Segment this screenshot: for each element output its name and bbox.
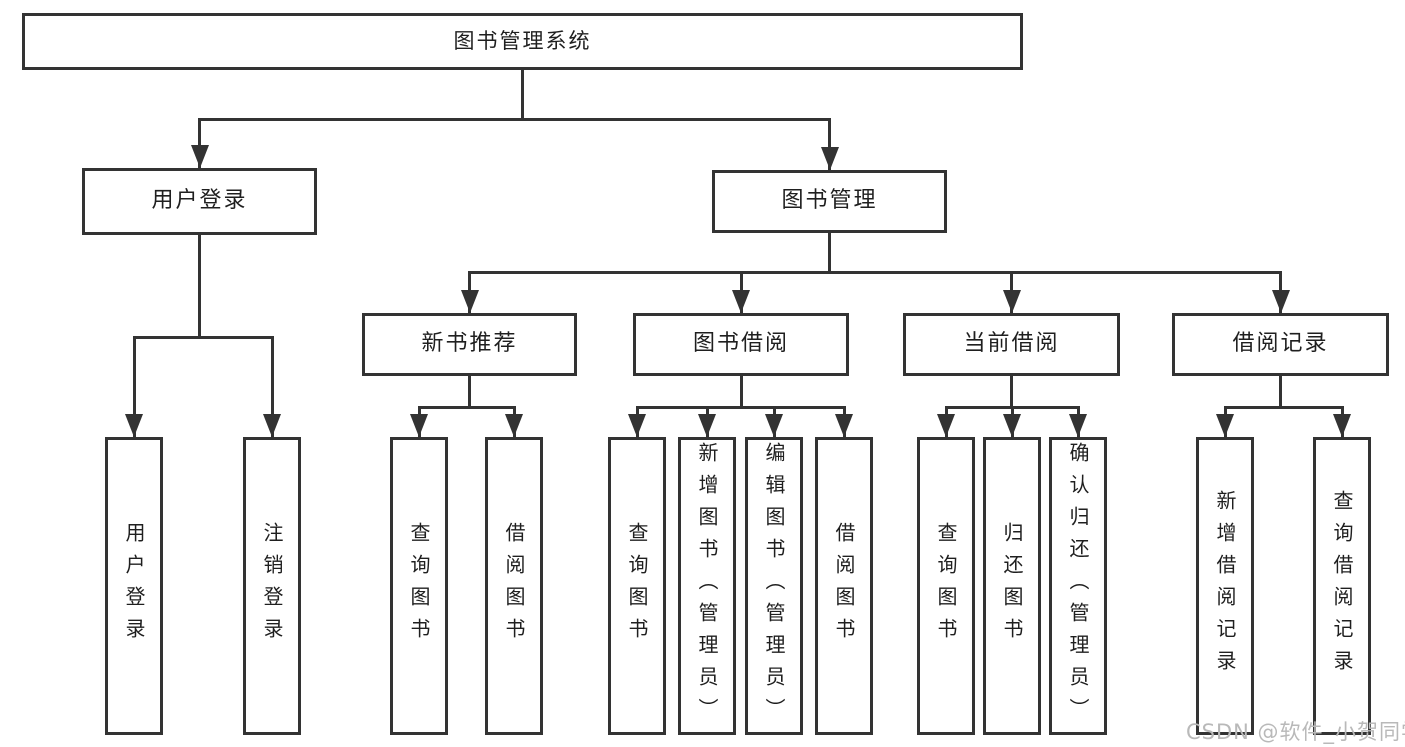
connector-line [828, 119, 831, 170]
node-br-query-record: 查询借阅记录 [1313, 437, 1371, 735]
node-bb-add-books-admin: 新增图书（管理员） [678, 437, 736, 735]
arrowhead-down-icon [125, 414, 143, 437]
node-book-borrow: 图书借阅 [633, 313, 849, 376]
connector-line [198, 119, 201, 168]
arrowhead-down-icon [410, 414, 428, 437]
node-root: 图书管理系统 [22, 13, 1023, 70]
arrowhead-down-icon [1069, 414, 1087, 437]
connector-line [132, 335, 274, 339]
arrowhead-down-icon [1271, 290, 1290, 313]
connector-line [468, 270, 1282, 274]
node-current-borrow: 当前借阅 [903, 313, 1120, 376]
connector-line [739, 376, 743, 407]
connector-line [132, 337, 136, 437]
node-new-book-rec: 新书推荐 [362, 313, 577, 376]
node-bb-borrow-books: 借阅图书 [815, 437, 873, 735]
node-nb-borrow-books: 借阅图书 [485, 437, 543, 735]
connector-line [468, 376, 471, 407]
csdn-watermark: CSDN @软件_小贺同学 [1186, 720, 1405, 744]
arrowhead-down-icon [505, 414, 523, 437]
connector-line [828, 233, 831, 272]
arrowhead-down-icon [263, 414, 281, 437]
node-book-mgmt: 图书管理 [712, 170, 947, 233]
arrowhead-down-icon [1216, 414, 1234, 437]
arrowhead-down-icon [1003, 414, 1021, 437]
node-user-login: 用户登录 [82, 168, 317, 235]
arrowhead-down-icon [698, 414, 716, 437]
arrowhead-down-icon [190, 145, 209, 168]
node-leaf-user-login: 用户登录 [105, 437, 163, 735]
connector-line [1223, 405, 1344, 409]
connector-line [270, 337, 274, 437]
connector-line [1279, 376, 1282, 407]
arrowhead-down-icon [937, 414, 955, 437]
arrowhead-down-icon [765, 414, 783, 437]
connector-line [521, 70, 524, 119]
node-cb-query-books: 查询图书 [917, 437, 975, 735]
node-leaf-logout: 注销登录 [243, 437, 301, 735]
arrowhead-down-icon [1333, 414, 1351, 437]
node-cb-return-books: 归还图书 [983, 437, 1041, 735]
arrowhead-down-icon [628, 414, 646, 437]
connector-line [417, 405, 516, 409]
node-bb-query-books: 查询图书 [608, 437, 666, 735]
node-nb-query-books: 查询图书 [390, 437, 448, 735]
arrowhead-down-icon [732, 290, 750, 313]
arrowhead-down-icon [820, 147, 839, 170]
connector-line [198, 235, 201, 337]
arrowhead-down-icon [835, 414, 853, 437]
node-cb-confirm-return-admin: 确认归还（管理员） [1049, 437, 1107, 735]
node-br-add-record: 新增借阅记录 [1196, 437, 1254, 735]
arrowhead-down-icon [1002, 290, 1021, 313]
arrowhead-down-icon [460, 290, 479, 313]
node-bb-edit-books-admin: 编辑图书（管理员） [745, 437, 803, 735]
node-borrow-records: 借阅记录 [1172, 313, 1389, 376]
connector-line [198, 117, 831, 121]
connector-line [635, 405, 846, 409]
connector-line [1010, 376, 1013, 407]
